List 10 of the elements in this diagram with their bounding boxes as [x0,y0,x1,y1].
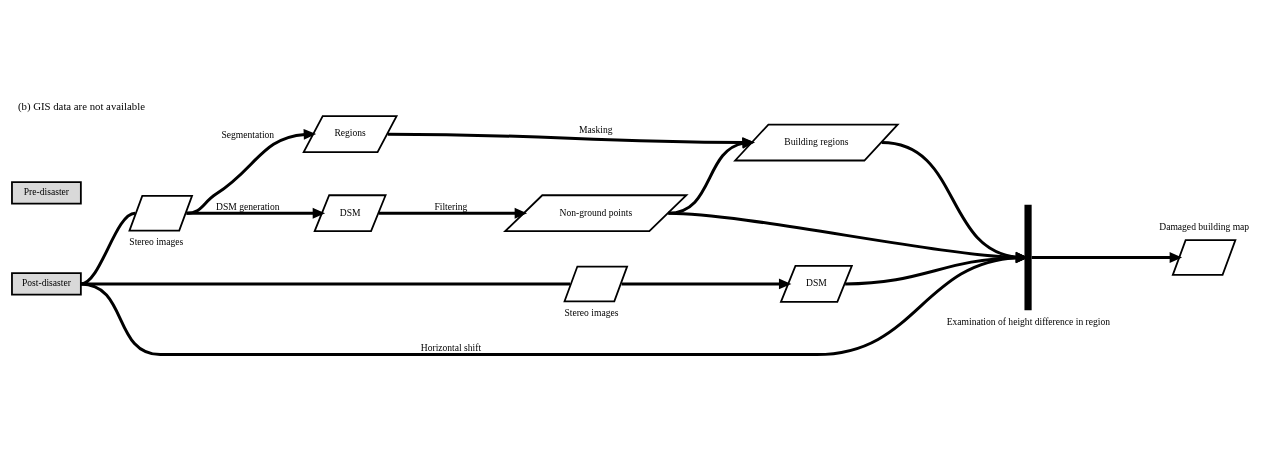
node-label: Stereo images [564,307,619,319]
edge-label: Horizontal shift [420,342,482,354]
diagram-title: (b) GIS data are not available [17,100,145,113]
edge-label: DSM generation [216,201,280,213]
node-label: Stereo images [129,236,184,248]
edge-label: Segmentation [221,129,275,141]
edge-label: Filtering [434,201,468,213]
edge-label: Masking [579,124,613,136]
node-label: Damaged building map [1159,220,1250,232]
node-label: Examination of height difference in region [946,315,1111,327]
